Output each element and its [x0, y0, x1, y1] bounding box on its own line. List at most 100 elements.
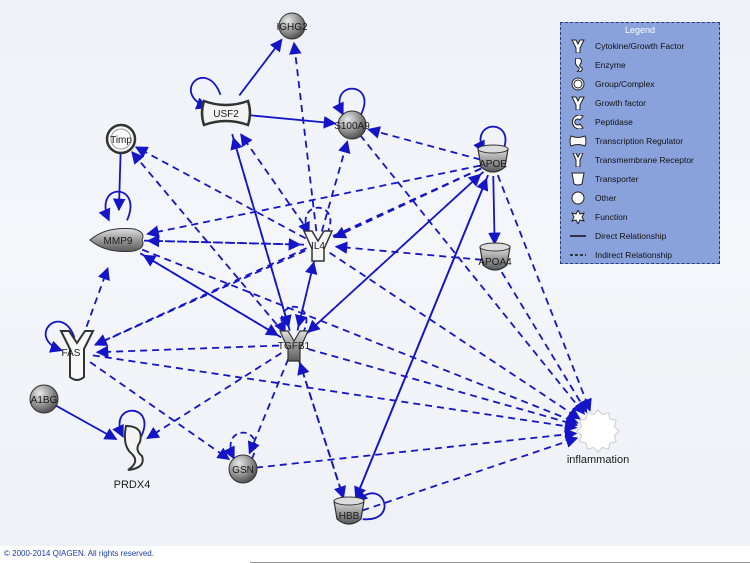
self-loop-s100a9[interactable]	[332, 87, 366, 116]
node-tgfb1[interactable]: TGFB1	[278, 330, 311, 362]
self-loop-fas[interactable]	[44, 320, 76, 353]
node-hbb[interactable]: HBB	[333, 496, 365, 525]
node-fas[interactable]: FAS	[59, 330, 95, 381]
legend-item-line-indirect: Indirect Relationship	[569, 248, 672, 262]
receptor-icon	[569, 153, 587, 167]
node-ighg2[interactable]: IGHG2	[276, 12, 308, 40]
edge-usf2-ighg2[interactable]	[238, 38, 283, 97]
transporter-icon	[569, 172, 587, 186]
legend-item-label: Cytokine/Growth Factor	[595, 41, 685, 51]
self-loop-il4[interactable]	[298, 206, 332, 235]
legend-item-other: Other	[569, 191, 616, 205]
edge-tgfb1-prdx4[interactable]	[146, 352, 282, 440]
legend-item-label: Growth factor	[595, 98, 647, 108]
edge-apoe-mmp9[interactable]	[146, 164, 481, 238]
edge-il4-fas[interactable]	[94, 249, 306, 346]
edge-il4-timp[interactable]	[134, 146, 307, 240]
node-s100a9[interactable]: S100A9	[334, 110, 370, 140]
node-label-ighg2: IGHG2	[276, 22, 308, 33]
node-label-inflammation: inflammation	[567, 454, 629, 466]
self-loop-usf2[interactable]	[189, 76, 222, 110]
growth-icon	[569, 96, 587, 110]
edge-il4-inflammation[interactable]	[329, 251, 581, 420]
edge-il4-s100a9[interactable]	[320, 140, 351, 232]
node-label-hbb: HBB	[339, 511, 360, 522]
cytokine-icon	[569, 39, 587, 53]
edge-mmp9-il4[interactable]	[143, 237, 302, 251]
legend-item-label: Other	[595, 193, 617, 203]
edge-tgfb1-apoe[interactable]	[304, 173, 482, 336]
legend-title: Legend	[624, 25, 656, 35]
edge-timp-mmp9[interactable]	[112, 151, 126, 212]
self-loops-layer	[44, 76, 507, 521]
node-gsn[interactable]: GSN	[228, 454, 258, 484]
edge-s100a9-inflammation[interactable]	[359, 134, 586, 415]
node-apoe[interactable]: APOE	[477, 144, 509, 173]
node-inflammation[interactable]: inflammation	[567, 409, 629, 466]
edge-tgfb1-gsn[interactable]	[247, 358, 290, 455]
copyright-notice: © 2000-2014 QIAGEN. All rights reserved.	[4, 549, 154, 558]
peptidase-icon	[569, 115, 587, 129]
legend-item-label: Transcription Regulator	[595, 136, 684, 146]
legend-item-cytokine: Cytokine/Growth Factor	[569, 39, 684, 53]
self-loop-tgfb1[interactable]	[274, 305, 308, 335]
node-label-timp: Timp	[110, 135, 132, 146]
edge-mmp9-inflammation[interactable]	[141, 248, 579, 425]
edge-hbb-tgfb1[interactable]	[297, 361, 346, 502]
node-apoa4[interactable]: APOA4	[478, 242, 512, 271]
edge-apoe-inflammation[interactable]	[496, 174, 592, 412]
edge-apoe-apoa4[interactable]	[488, 175, 501, 246]
self-loop-gsn[interactable]	[223, 431, 257, 460]
self-loop-hbb[interactable]	[355, 489, 386, 521]
self-loop-mmp9[interactable]	[98, 190, 132, 222]
edge-hbb-apoe[interactable]	[353, 177, 489, 503]
node-usf2[interactable]: USF2	[200, 99, 252, 127]
edge-apoa4-il4[interactable]	[334, 241, 483, 261]
edge-apoe-s100a9[interactable]	[367, 126, 481, 161]
edge-apoa4-inflammation[interactable]	[500, 271, 588, 414]
edge-fas-inflammation[interactable]	[92, 354, 578, 433]
edge-gsn-inflammation[interactable]	[255, 428, 578, 469]
edge-il4-ighg2[interactable]	[289, 41, 318, 232]
node-label-a1bg: A1BG	[31, 395, 58, 406]
edge-a1bg-prdx4[interactable]	[54, 404, 118, 441]
edge-apoe-tgfb1[interactable]	[307, 171, 485, 334]
group-icon	[569, 77, 587, 91]
edge-tgfb1-mmp9[interactable]	[142, 254, 282, 339]
legend-item-label: Transmembrane Receptor	[595, 155, 694, 165]
edge-tgfb1-fas[interactable]	[95, 344, 280, 359]
legend-item-peptidase: Peptidase	[569, 115, 633, 129]
edge-hbb-inflammation[interactable]	[361, 435, 579, 512]
node-mmp9[interactable]: MMP9	[89, 228, 144, 252]
edge-apoe-fas[interactable]	[94, 167, 482, 346]
legend-item-label: Enzyme	[595, 60, 626, 70]
node-label-fas: FAS	[62, 348, 81, 359]
edge-usf2-s100a9[interactable]	[247, 114, 337, 129]
node-il4[interactable]: IL4	[302, 230, 334, 262]
node-label-usf2: USF2	[213, 109, 239, 120]
legend-item-label: Function	[595, 212, 628, 222]
edge-fas-gsn[interactable]	[89, 361, 231, 461]
legend-item-line-direct: Direct Relationship	[569, 229, 666, 243]
legend-item-group: Group/Complex	[569, 77, 655, 91]
legend-item-transporter: Transporter	[569, 172, 639, 186]
node-label-s100a9: S100A9	[334, 121, 370, 132]
edge-fas-mmp9[interactable]	[81, 267, 110, 339]
legend-item-enzyme: Enzyme	[569, 58, 626, 72]
node-timp[interactable]: Timp	[105, 123, 137, 155]
edge-tgfb1-usf2[interactable]	[230, 136, 291, 331]
node-a1bg[interactable]: A1BG	[29, 384, 59, 414]
edge-il4-usf2[interactable]	[240, 133, 311, 235]
other-icon	[569, 191, 587, 205]
legend-item-transcription: Transcription Regulator	[569, 134, 683, 148]
edge-tgfb1-inflammation[interactable]	[308, 348, 579, 428]
edge-tgfb1-timp[interactable]	[131, 151, 286, 335]
self-loop-apoe[interactable]	[473, 125, 507, 154]
node-prdx4[interactable]: PRDX4	[114, 424, 151, 491]
self-loop-prdx4[interactable]	[112, 409, 146, 438]
transcription-icon	[569, 134, 587, 148]
